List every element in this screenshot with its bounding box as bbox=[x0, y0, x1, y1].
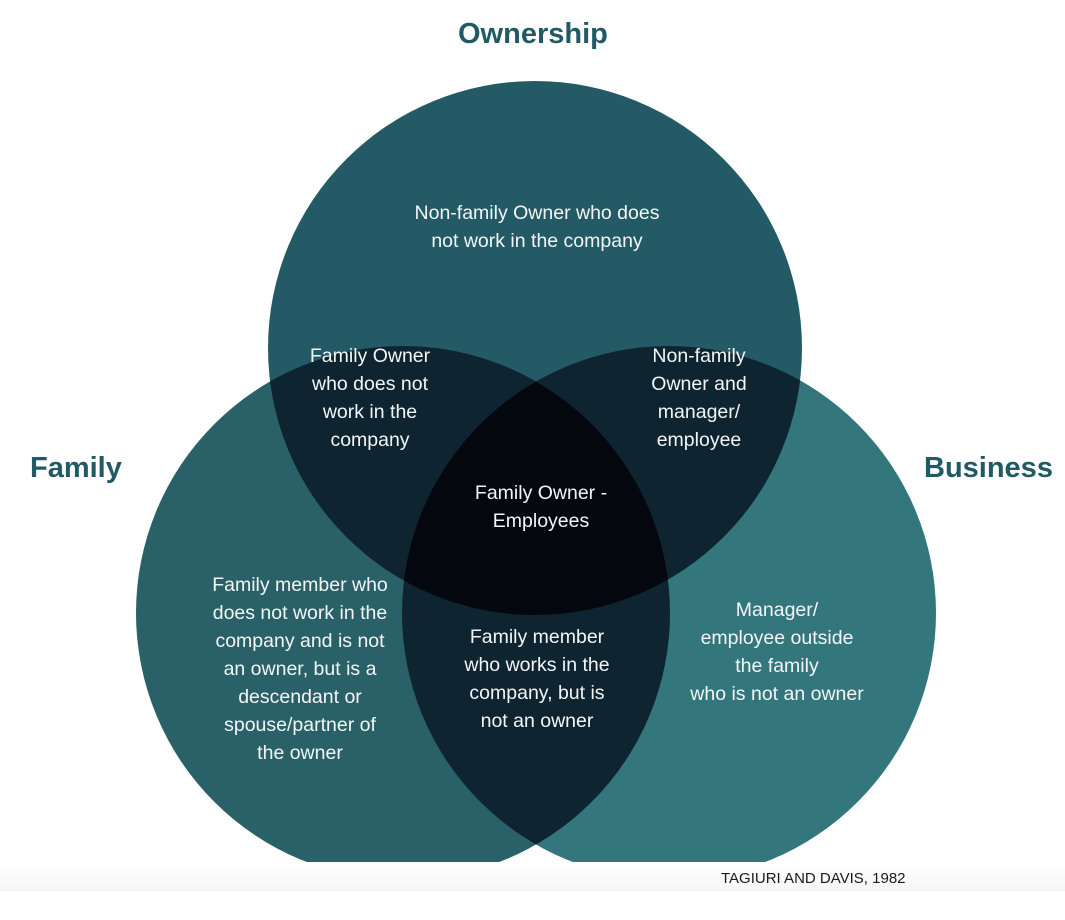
region-ownership-business: Non-family Owner and manager/ employee bbox=[651, 345, 747, 451]
set-label-ownership: Ownership bbox=[458, 18, 608, 50]
region-family-ownership: Family Owner who does not work in the co… bbox=[309, 345, 431, 451]
footer-band bbox=[0, 862, 1065, 891]
region-business-only: Manager/ employee outside the family who… bbox=[690, 599, 864, 705]
set-label-family: Family bbox=[30, 452, 122, 484]
region-all-three: Family Owner - Employees bbox=[474, 482, 608, 532]
region-ownership-only: Non-family Owner who does not work in th… bbox=[414, 202, 660, 252]
set-label-business: Business bbox=[924, 452, 1053, 484]
region-family-only: Family member who does not work in the c… bbox=[212, 574, 388, 764]
region-family-business: Family member who works in the company, … bbox=[464, 626, 610, 732]
citation: TAGIURI AND DAVIS, 1982 bbox=[721, 870, 906, 887]
